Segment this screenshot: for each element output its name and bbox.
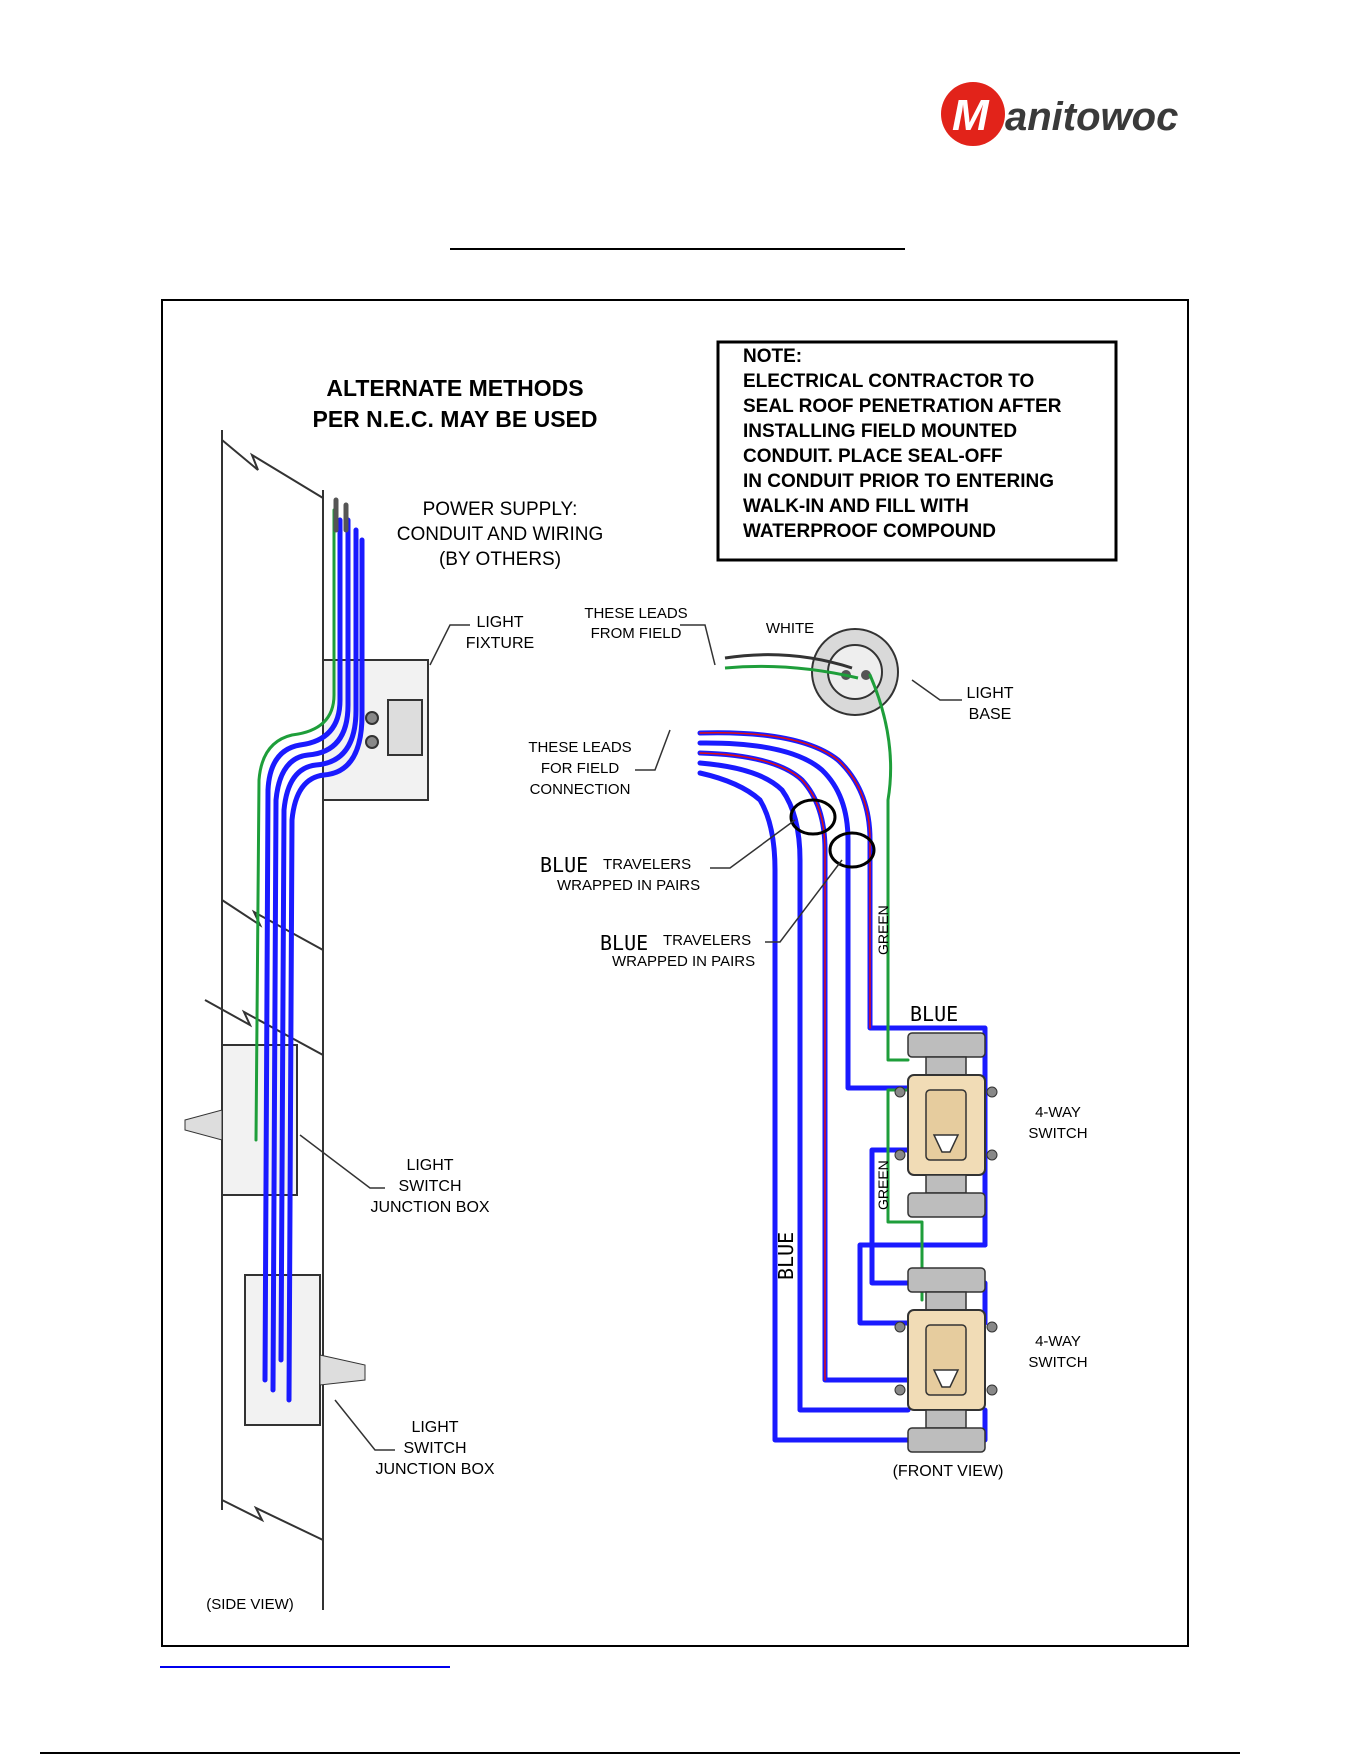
leads-from-field-leader bbox=[680, 624, 716, 666]
footer-rule bbox=[40, 1752, 1240, 1754]
logo-circle bbox=[941, 82, 1005, 146]
travelers-2-line-2: WRAPPED IN PAIRS bbox=[612, 953, 755, 970]
note-line-2: ELECTRICAL CONTRACTOR TO bbox=[743, 371, 1034, 392]
switch-1-label-1: 4-WAY bbox=[1035, 1104, 1081, 1121]
note-line-5: CONDUIT. PLACE SEAL-OFF bbox=[743, 446, 1003, 467]
note-line-3: SEAL ROOF PENETRATION AFTER bbox=[743, 396, 1062, 417]
heading-line-2: PER N.E.C. MAY BE USED bbox=[312, 406, 597, 432]
travelers-1-blue: BLUE bbox=[540, 853, 588, 877]
junction-box-2-line-3: JUNCTION BOX bbox=[375, 1461, 494, 1478]
travelers-2-line-1: TRAVELERS bbox=[663, 932, 751, 949]
junction-box-1-line-1: LIGHT bbox=[406, 1157, 453, 1174]
switch-2-label-2: SWITCH bbox=[1028, 1354, 1087, 1371]
blue-vertical-label: BLUE bbox=[774, 1232, 798, 1280]
heading-line-1: ALTERNATE METHODS bbox=[326, 375, 583, 401]
light-fixture-label-2: FIXTURE bbox=[466, 635, 534, 652]
switch-1-label-2: SWITCH bbox=[1028, 1125, 1087, 1142]
side-view-wall bbox=[204, 430, 324, 1610]
light-base-leader bbox=[911, 679, 962, 701]
leads-from-field-line-1: THESE LEADS bbox=[584, 605, 687, 622]
leads-for-field-leader bbox=[635, 729, 671, 771]
side-switch-toggle-1 bbox=[184, 1109, 223, 1141]
leads-for-field-line-1: THESE LEADS bbox=[528, 739, 631, 756]
power-supply-line-2: CONDUIT AND WIRING bbox=[397, 524, 604, 545]
side-view-wires bbox=[254, 497, 365, 1403]
four-way-switch-2 bbox=[894, 1267, 998, 1453]
note-line-8: WATERPROOF COMPOUND bbox=[743, 521, 996, 542]
junction-box-2-line-2: SWITCH bbox=[403, 1440, 466, 1457]
traveler-wrap-1 bbox=[789, 798, 837, 836]
logo-wordmark: anitowoc bbox=[1005, 95, 1178, 139]
travelers-1-leader bbox=[710, 819, 796, 869]
title-underline bbox=[450, 248, 905, 250]
green-label-1: GREEN bbox=[875, 905, 891, 955]
footer-link-underline[interactable] bbox=[160, 1666, 450, 1668]
junction-box-1-leader bbox=[299, 1134, 385, 1189]
green-wire-from-field bbox=[724, 664, 859, 680]
travelers-1-line-2: WRAPPED IN PAIRS bbox=[557, 877, 700, 894]
side-switch-toggle-2 bbox=[319, 1354, 366, 1386]
front-view-label: (FRONT VIEW) bbox=[893, 1463, 1004, 1480]
travelers-1-line-1: TRAVELERS bbox=[603, 856, 691, 873]
traveler-wrap-2 bbox=[828, 831, 876, 869]
light-base-label-1: LIGHT bbox=[966, 685, 1013, 702]
leads-for-field-line-3: CONNECTION bbox=[530, 781, 631, 798]
note-line-4: INSTALLING FIELD MOUNTED bbox=[743, 421, 1017, 442]
junction-box-1-line-2: SWITCH bbox=[398, 1178, 461, 1195]
travelers-2-blue: BLUE bbox=[600, 931, 648, 955]
power-supply-line-1: POWER SUPPLY: bbox=[423, 499, 578, 520]
note-line-6: IN CONDUIT PRIOR TO ENTERING bbox=[743, 471, 1054, 492]
leads-for-field-line-2: FOR FIELD bbox=[541, 760, 620, 777]
travelers-2-leader bbox=[765, 859, 843, 943]
junction-box-2-leader bbox=[334, 1399, 395, 1451]
note-line-7: WALK-IN AND FILL WITH bbox=[743, 496, 969, 517]
four-way-switch-1 bbox=[894, 1032, 998, 1218]
leads-from-field-line-2: FROM FIELD bbox=[591, 625, 682, 642]
diagram-frame bbox=[161, 299, 1189, 1647]
junction-box-2-line-1: LIGHT bbox=[411, 1419, 458, 1436]
note-line-1: NOTE: bbox=[743, 346, 802, 367]
white-wire bbox=[724, 653, 853, 670]
light-fixture-leader bbox=[429, 624, 470, 666]
note-box: NOTE: ELECTRICAL CONTRACTOR TO SEAL ROOF… bbox=[716, 340, 1118, 562]
power-supply-line-3: (BY OTHERS) bbox=[439, 549, 561, 570]
white-wire-label: WHITE bbox=[766, 620, 814, 637]
green-label-2: GREEN bbox=[875, 1160, 891, 1210]
light-fixture-label-1: LIGHT bbox=[476, 614, 523, 631]
logo-initial: M bbox=[952, 91, 990, 140]
light-base-label-2: BASE bbox=[969, 706, 1012, 723]
side-junction-box-1 bbox=[221, 1044, 298, 1196]
blue-top-label: BLUE bbox=[910, 1002, 958, 1026]
side-view-label: (SIDE VIEW) bbox=[206, 1596, 294, 1613]
side-light-fixture bbox=[322, 659, 429, 801]
junction-box-1-line-3: JUNCTION BOX bbox=[370, 1199, 489, 1216]
manitowoc-logo: M anitowoc bbox=[941, 82, 1178, 146]
switch-2-label-1: 4-WAY bbox=[1035, 1333, 1081, 1350]
